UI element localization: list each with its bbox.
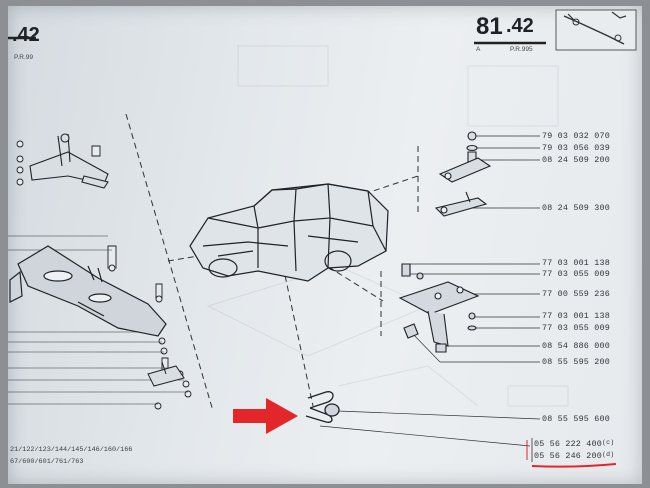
leader-lines-left	[8, 235, 188, 405]
highlight-arrow-icon	[233, 398, 298, 434]
right-page-ref: P.R.995	[510, 46, 533, 53]
header-thumbnail-icon	[555, 9, 637, 51]
part-number: 08 24 509 200	[542, 155, 610, 165]
lower-right-mount	[398, 263, 480, 353]
car-body-drawing	[189, 183, 389, 282]
leader-lines-right	[319, 135, 541, 447]
model-list-line: 67/600/601/761/763	[10, 458, 84, 466]
part-number: 77 03 055 009	[542, 269, 610, 279]
part-number-highlighted: 05 56 246 200	[534, 451, 602, 461]
left-page-ref: P.R.99	[14, 54, 34, 61]
left-crossmember	[9, 245, 167, 337]
part-side-label: (c)	[602, 439, 615, 446]
red-underline	[531, 463, 617, 468]
exploded-parts-drawing	[8, 9, 637, 468]
u-bolt-clamp	[305, 391, 340, 423]
part-number: 79 03 032 070	[542, 131, 610, 141]
part-number: 08 54 886 000	[542, 341, 610, 351]
part-side-label: (d)	[602, 451, 615, 458]
left-page-number: .42	[12, 24, 40, 46]
part-number: 08 55 595 600	[542, 414, 610, 424]
part-number: 08 24 509 300	[542, 203, 610, 213]
right-page-letter: A	[476, 46, 481, 53]
part-number: 77 00 559 236	[542, 289, 610, 299]
part-number: 08 55 595 200	[542, 357, 610, 367]
part-number: 77 03 001 138	[542, 258, 610, 268]
model-list-line: 21/122/123/144/145/146/160/166	[10, 446, 133, 454]
part-number: 79 03 056 039	[542, 143, 610, 153]
upper-right-mount	[434, 131, 492, 217]
right-page-decimal: .42	[506, 15, 534, 37]
part-number-highlighted: 05 56 222 400	[534, 439, 602, 449]
upper-left-bracket	[29, 133, 109, 189]
right-page-number: 81	[476, 13, 503, 40]
lower-left-bracket	[147, 361, 185, 387]
part-number: 77 03 001 138	[542, 311, 610, 321]
part-number: 77 03 055 009	[542, 323, 610, 333]
catalog-page: .42 P.R.99 81 .42 A P.R.995 79 03 032 07…	[8, 6, 642, 484]
